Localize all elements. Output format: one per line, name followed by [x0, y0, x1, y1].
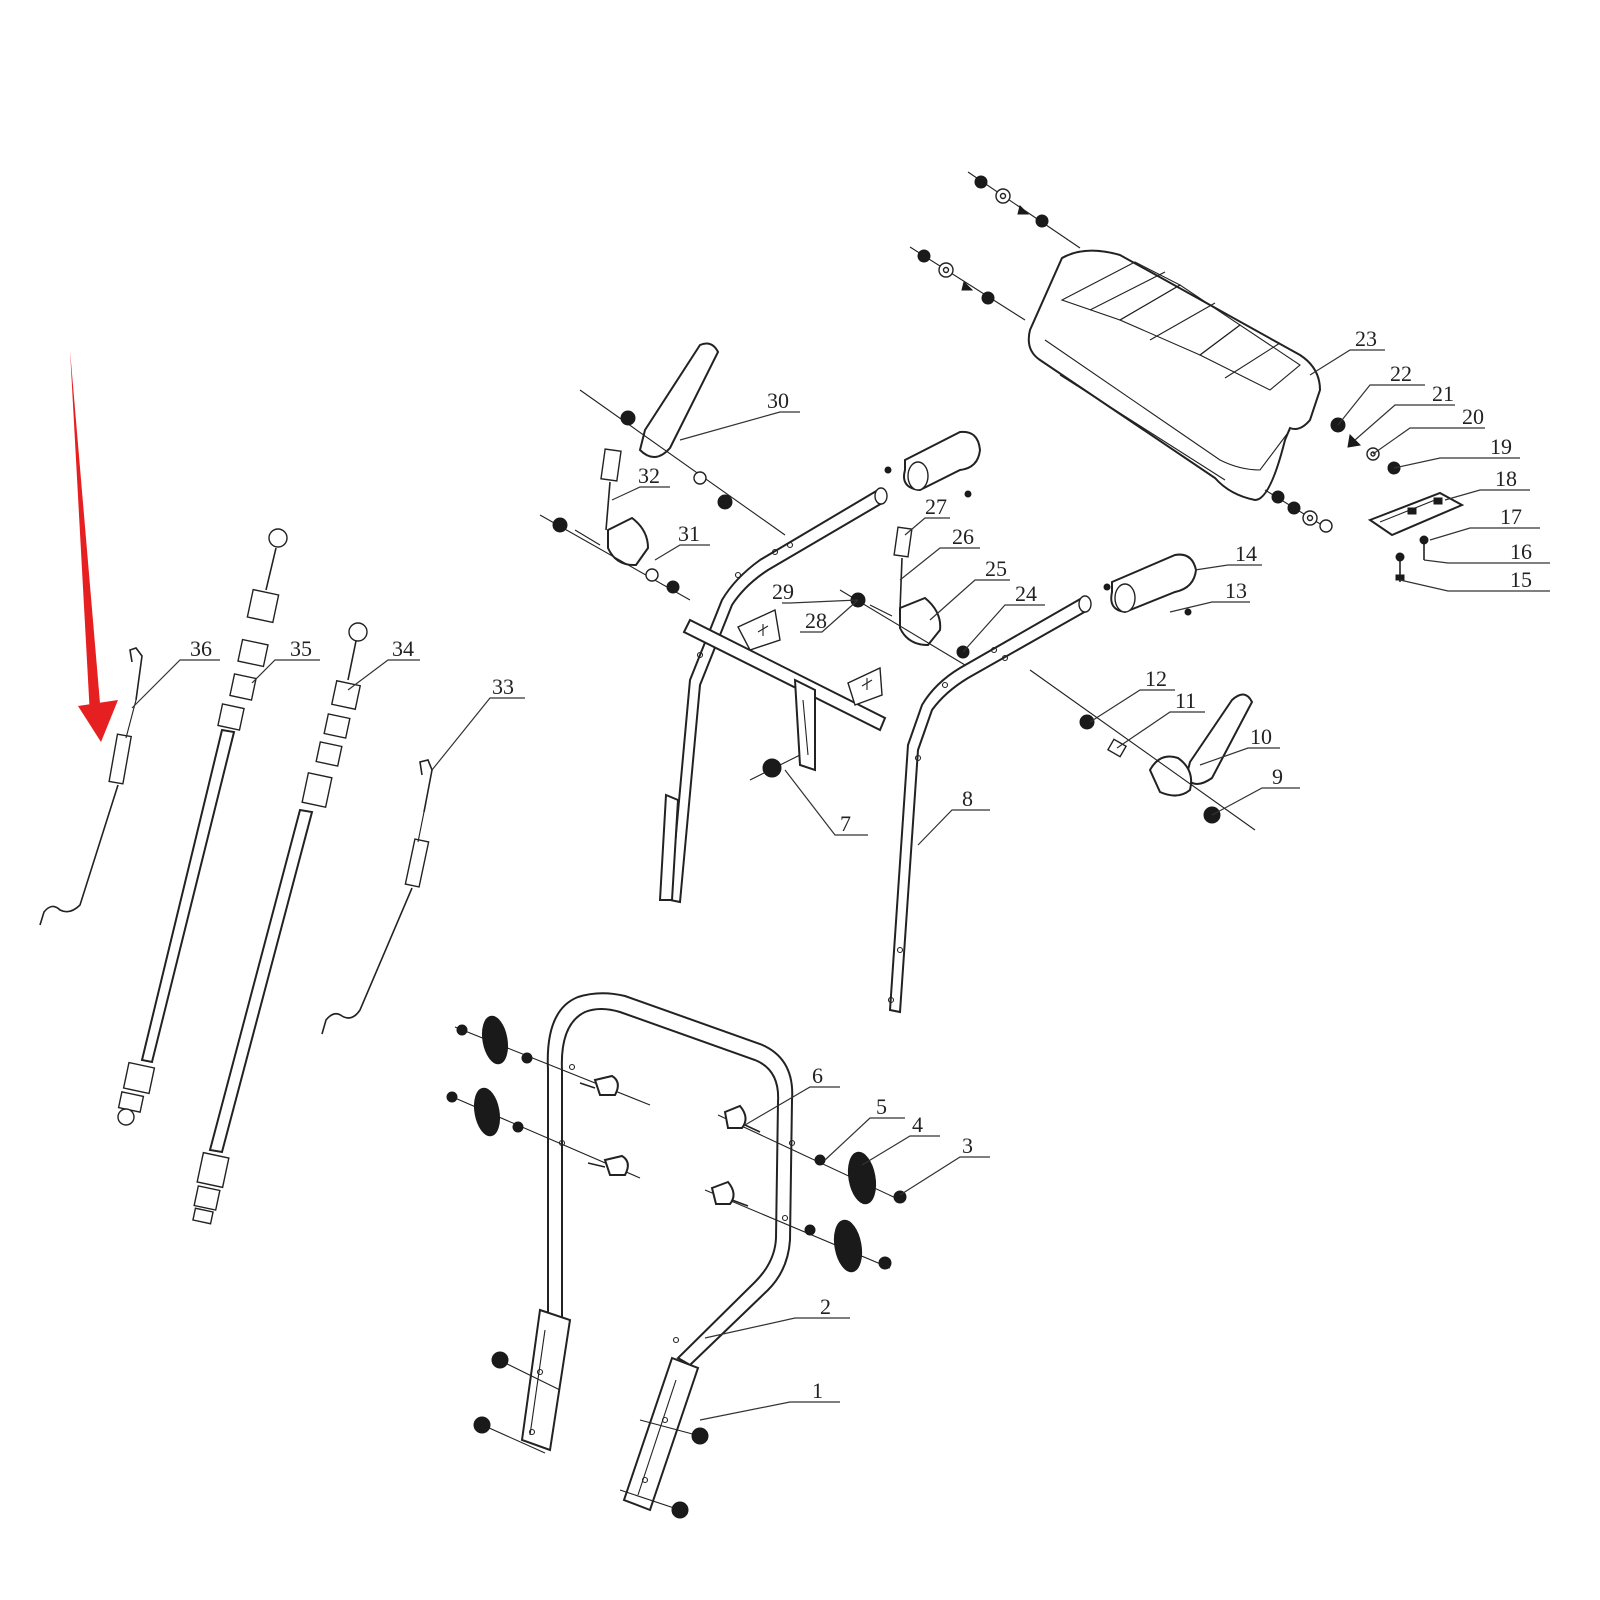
part-label-23: 23 — [1355, 326, 1377, 351]
part-label-18: 18 — [1495, 466, 1517, 491]
part-label-36: 36 — [190, 636, 212, 661]
control-panel-23 — [1027, 249, 1322, 502]
bracket-18 — [1367, 491, 1465, 582]
part-label-16: 16 — [1510, 539, 1532, 564]
knob-assembly-left — [446, 1015, 651, 1179]
part-label-33: 33 — [492, 674, 514, 699]
upper-handle-frame-8 — [658, 487, 1092, 1014]
knob-assembly-right — [704, 1104, 907, 1273]
part-label-7: 7 — [840, 811, 851, 836]
part-label-4: 4 — [912, 1112, 923, 1137]
part-label-13: 13 — [1225, 578, 1247, 603]
part-label-20: 20 — [1462, 404, 1484, 429]
parts-19-22 — [1330, 417, 1401, 475]
grip-10 — [1029, 669, 1256, 831]
part-label-10: 10 — [1250, 724, 1272, 749]
lever-assembly-25-26 — [839, 526, 970, 666]
cable-34 — [192, 622, 368, 1225]
grip-27 — [884, 430, 982, 498]
part-label-14: 14 — [1235, 541, 1257, 566]
part-label-17: 17 — [1500, 504, 1522, 529]
part-number-labels: 1 2 3 4 5 6 7 8 9 10 11 12 13 14 15 16 1… — [190, 326, 1532, 1403]
part-label-35: 35 — [290, 636, 312, 661]
part-label-12: 12 — [1145, 666, 1167, 691]
part-label-9: 9 — [1272, 764, 1283, 789]
cable-33 — [321, 759, 433, 1035]
part-label-26: 26 — [952, 524, 974, 549]
red-pointer-arrow — [70, 350, 118, 742]
part-label-34: 34 — [392, 636, 414, 661]
grip-30 — [579, 342, 786, 536]
part-label-32: 32 — [638, 463, 660, 488]
lever-assembly-31-32 — [539, 448, 691, 601]
bolts-1 — [473, 1351, 709, 1519]
panel-fasteners — [909, 171, 1333, 533]
part-label-28: 28 — [805, 608, 827, 633]
part-label-21: 21 — [1432, 381, 1454, 406]
part-label-1: 1 — [812, 1378, 823, 1403]
grip-14 — [1103, 553, 1198, 616]
part-label-11: 11 — [1175, 688, 1196, 713]
part-label-31: 31 — [678, 521, 700, 546]
part-label-8: 8 — [962, 786, 973, 811]
part-label-29: 29 — [772, 579, 794, 604]
part-label-19: 19 — [1490, 434, 1512, 459]
cable-35 — [117, 528, 288, 1126]
leader-lines — [131, 349, 1550, 1421]
part-label-22: 22 — [1390, 361, 1412, 386]
part-label-6: 6 — [812, 1063, 823, 1088]
part-label-2: 2 — [820, 1294, 831, 1319]
part-label-5: 5 — [876, 1094, 887, 1119]
part-label-25: 25 — [985, 556, 1007, 581]
part-label-3: 3 — [962, 1133, 973, 1158]
part-label-27: 27 — [925, 494, 947, 519]
part-label-24: 24 — [1015, 581, 1037, 606]
bolt-7 — [749, 754, 801, 781]
lower-handle-frame-2 — [520, 992, 796, 1512]
part-label-30: 30 — [767, 388, 789, 413]
part-label-15: 15 — [1510, 567, 1532, 592]
